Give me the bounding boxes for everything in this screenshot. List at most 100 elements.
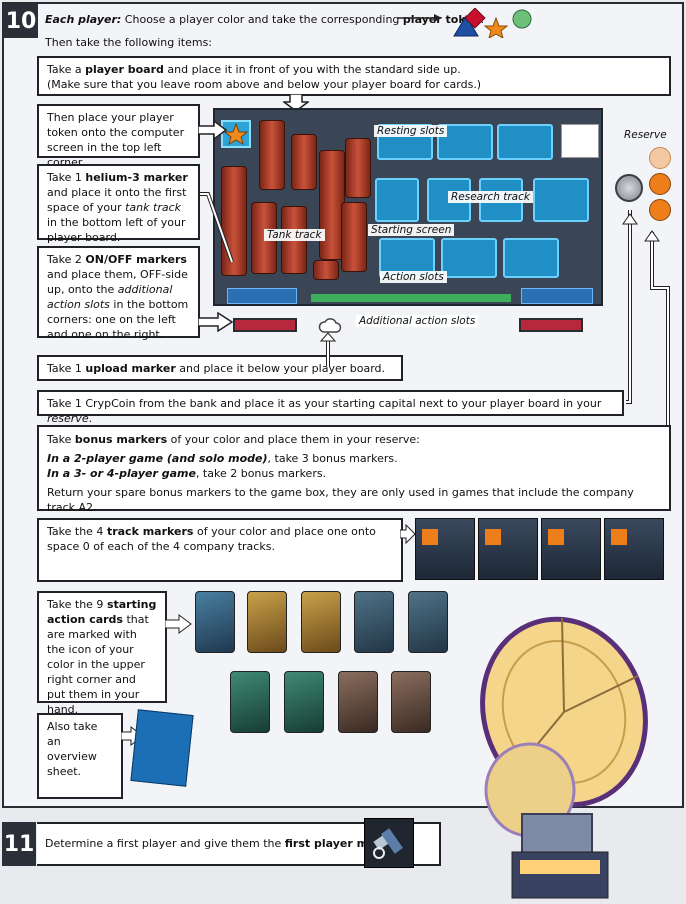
track-pre: Take the 4 bbox=[47, 525, 107, 538]
bonus-l2-post: , take 3 bonus markers. bbox=[267, 452, 398, 465]
resting-slot bbox=[497, 124, 553, 160]
upload-box: Take 1 upload marker and place it below … bbox=[37, 355, 403, 381]
additional-slot-right bbox=[521, 288, 593, 304]
satellite-icon bbox=[373, 828, 403, 859]
orange-star-icon bbox=[223, 122, 249, 146]
pb-line2: (Make sure that you leave room above and… bbox=[47, 78, 482, 91]
bonus-box: Take bonus markers of your color and pla… bbox=[37, 425, 671, 514]
intro-lead: Each player: bbox=[45, 13, 122, 26]
tank bbox=[345, 138, 371, 198]
label-reserve: Reserve bbox=[624, 129, 667, 141]
tank bbox=[341, 202, 367, 272]
upload-bold: upload marker bbox=[85, 362, 176, 375]
crypcoin-post: . bbox=[88, 412, 93, 425]
track-box: Take the 4 track markers of your color a… bbox=[37, 518, 403, 582]
action-card bbox=[284, 671, 324, 733]
crypcoin-box: Take 1 CrypCoin from the bank and place … bbox=[37, 390, 624, 425]
down-arrow-icon bbox=[283, 94, 309, 112]
onoff-box: Take 2 ON/OFF markers and place them, OF… bbox=[37, 246, 200, 341]
cards-post: that are marked with the icon of your co… bbox=[47, 613, 149, 716]
tank bbox=[313, 260, 339, 280]
step-10-intro: Each player: Choose a player color and t… bbox=[45, 12, 484, 27]
upload-post: and place it below your player board. bbox=[175, 362, 386, 375]
track-marker bbox=[611, 529, 627, 545]
action-slot bbox=[441, 238, 497, 278]
bonus-l1-pre: Take bbox=[47, 433, 75, 446]
onoff-mid: and place them, OFF-side up, onto the bbox=[47, 268, 188, 296]
pb-bold: player board bbox=[85, 63, 164, 76]
label-resting-slots: Resting slots bbox=[374, 125, 448, 137]
company-track bbox=[541, 518, 601, 580]
player-tokens bbox=[398, 8, 532, 38]
track-marker bbox=[548, 529, 564, 545]
satellite-dish-illustration bbox=[480, 616, 648, 899]
step11-pre: Determine a first player and give them t… bbox=[45, 837, 285, 850]
overview-box: Also take an overview sheet. bbox=[37, 713, 123, 799]
off-marker-right bbox=[519, 318, 583, 332]
right-arrow-icon bbox=[198, 120, 228, 140]
counter-panel bbox=[561, 124, 599, 158]
action-card bbox=[230, 671, 270, 733]
onoff-pre: Take 2 bbox=[47, 253, 86, 266]
pb-pre: Take a bbox=[47, 63, 86, 76]
tank bbox=[259, 120, 285, 190]
bonus-l2-italic: In a 2-player game (and solo mode) bbox=[47, 452, 268, 465]
action-card bbox=[195, 591, 235, 653]
track-bold: track markers bbox=[106, 525, 194, 538]
helium-post: in the bottom left of your player board. bbox=[47, 216, 186, 244]
cards-pre: Take the 9 bbox=[47, 598, 107, 611]
crypcoin-pre: Take 1 CrypCoin from the bank and place … bbox=[47, 397, 602, 410]
crypcoin-italic: reserve bbox=[47, 412, 89, 425]
label-tank-track: Tank track bbox=[264, 229, 325, 241]
track-arrow-icon bbox=[400, 524, 416, 544]
player-board-illustration bbox=[213, 108, 603, 306]
onoff-bold: ON/OFF markers bbox=[85, 253, 187, 266]
track-marker bbox=[422, 529, 438, 545]
upload-pre: Take 1 bbox=[47, 362, 86, 375]
label-starting-screen: Starting screen bbox=[368, 224, 455, 236]
label-additional-slots: Additional action slots bbox=[356, 315, 479, 327]
overview-sheet bbox=[130, 709, 194, 787]
green-circle-token bbox=[512, 9, 532, 29]
onoff-post: in the bottom corners: one on the left a… bbox=[47, 298, 189, 341]
crypcoin-icon bbox=[615, 174, 643, 202]
onoff-arrow-icon bbox=[198, 312, 234, 332]
bonus-l3-italic: In a 3- or 4-player game bbox=[47, 467, 196, 480]
cards-arrow-icon bbox=[165, 614, 192, 634]
research-screen bbox=[533, 178, 589, 222]
bonus-marker bbox=[649, 173, 671, 195]
tank bbox=[221, 166, 247, 276]
label-research-track: Research track bbox=[448, 191, 533, 203]
off-marker-left bbox=[233, 318, 297, 332]
action-card bbox=[354, 591, 394, 653]
step-11-number: 11 bbox=[2, 822, 36, 866]
company-track bbox=[604, 518, 664, 580]
helium-pre: Take 1 bbox=[47, 171, 86, 184]
orange-star-token bbox=[483, 16, 509, 38]
onoff-italic: additional action slots bbox=[47, 283, 173, 311]
tank bbox=[319, 150, 345, 260]
company-track bbox=[415, 518, 475, 580]
helium-box: Take 1 helium-3 marker and place it onto… bbox=[37, 164, 200, 244]
then-take-text: Then take the following items: bbox=[45, 36, 213, 49]
action-card bbox=[408, 591, 448, 653]
bonus-l1-bold: bonus markers bbox=[74, 433, 168, 446]
research-screen bbox=[375, 178, 419, 222]
bonus-l3-post: , take 2 bonus markers. bbox=[195, 467, 327, 480]
step-10-number: 10 bbox=[4, 4, 38, 38]
bonus-marker bbox=[649, 199, 671, 221]
resting-slot bbox=[437, 124, 493, 160]
upload-cloud-icon bbox=[318, 318, 342, 333]
company-track bbox=[478, 518, 538, 580]
action-slot bbox=[503, 238, 559, 278]
track-post: of your color and place one onto space 0… bbox=[47, 525, 376, 553]
additional-slot-left bbox=[227, 288, 297, 304]
intro-text: Choose a player color and take the corre… bbox=[121, 13, 403, 26]
first-player-marker bbox=[364, 818, 414, 868]
helium-bold: helium-3 marker bbox=[85, 171, 188, 184]
player-board-box: Take a player board and place it in fron… bbox=[37, 56, 671, 96]
intro-bold: player token bbox=[402, 13, 481, 26]
action-card bbox=[338, 671, 378, 733]
action-card bbox=[247, 591, 287, 653]
